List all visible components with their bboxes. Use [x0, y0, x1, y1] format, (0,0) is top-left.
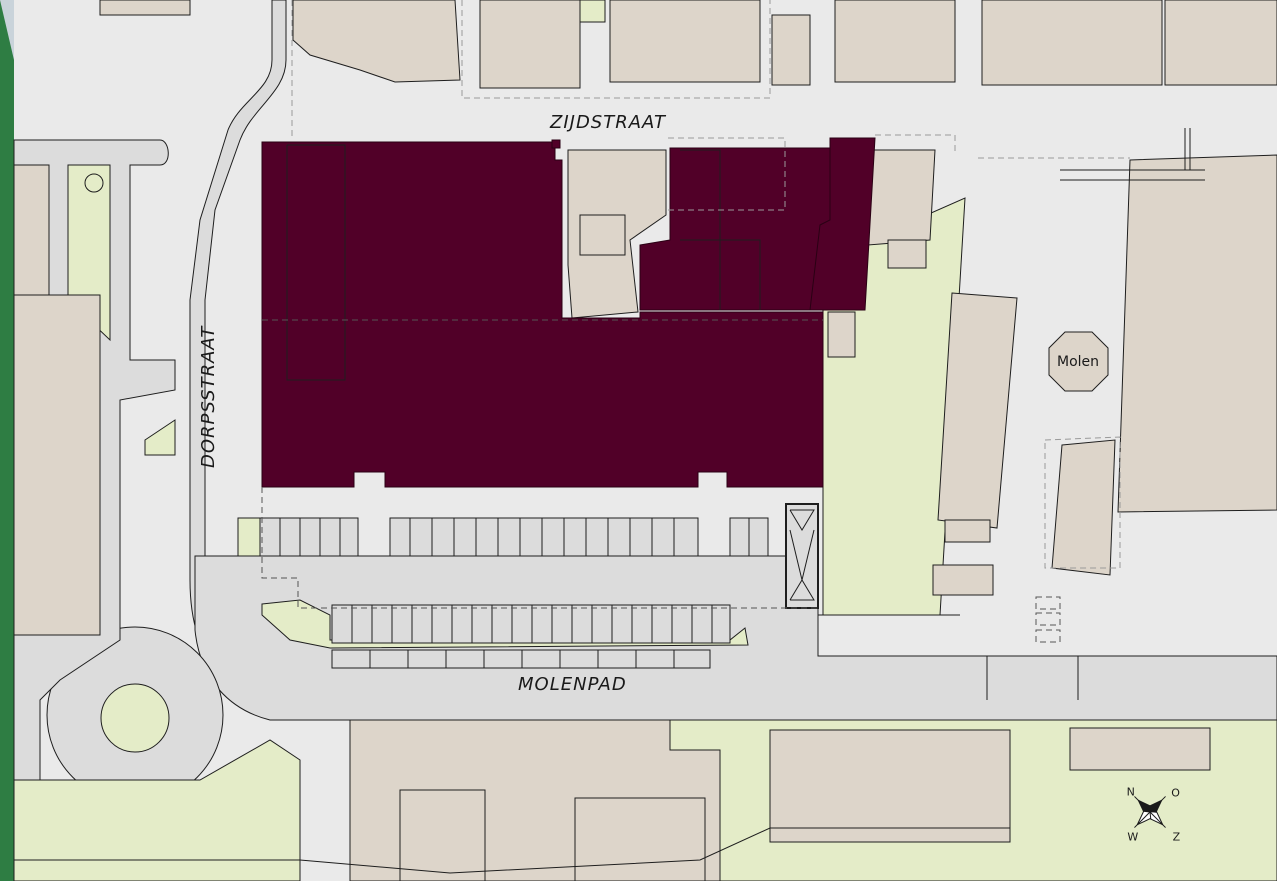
- small-roundabout: [84, 173, 104, 193]
- parking-bays: [259, 517, 769, 669]
- compass-w: W: [1127, 830, 1138, 843]
- dorpsstraat-label: DORPSSTRAAT: [198, 325, 219, 468]
- misc-lines: [14, 128, 1205, 874]
- roundabout-center: [100, 683, 170, 753]
- highlighted-project-block: [261, 137, 876, 488]
- molen-label: Molen: [1057, 354, 1099, 370]
- ramp-element: [785, 503, 819, 609]
- compass-rose: N O Z W: [1127, 786, 1181, 844]
- dorpsstraat-road: [189, 0, 1277, 881]
- zijdstraat-label: ZIJDSTRAAT: [549, 112, 667, 133]
- compass-z: Z: [1173, 830, 1181, 843]
- molen-marker: Molen: [1048, 331, 1109, 392]
- compass-o: O: [1171, 786, 1180, 799]
- dashed-boundaries: [261, 0, 1130, 643]
- compass-n: N: [1127, 786, 1135, 799]
- molenpad-label: MOLENPAD: [518, 674, 627, 695]
- buildings: [13, 0, 1277, 881]
